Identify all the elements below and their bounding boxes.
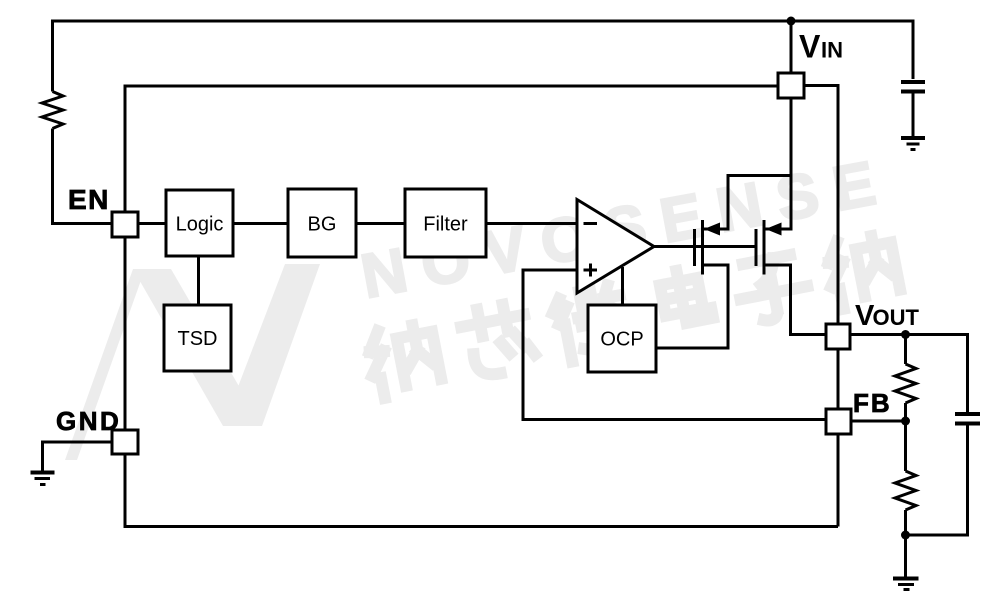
svg-text:Logic: Logic [176,214,224,236]
svg-text:OUT: OUT [873,305,920,330]
svg-text:Filter: Filter [423,214,468,236]
svg-text:TSD: TSD [178,328,218,350]
svg-text:GND: GND [56,406,121,436]
svg-text:V: V [855,300,875,332]
svg-text:V: V [799,29,821,65]
svg-text:FB: FB [853,388,892,418]
svg-text:EN: EN [68,184,110,215]
svg-text:BG: BG [308,214,337,236]
svg-text:IN: IN [821,38,843,63]
svg-text:OCP: OCP [600,329,643,351]
